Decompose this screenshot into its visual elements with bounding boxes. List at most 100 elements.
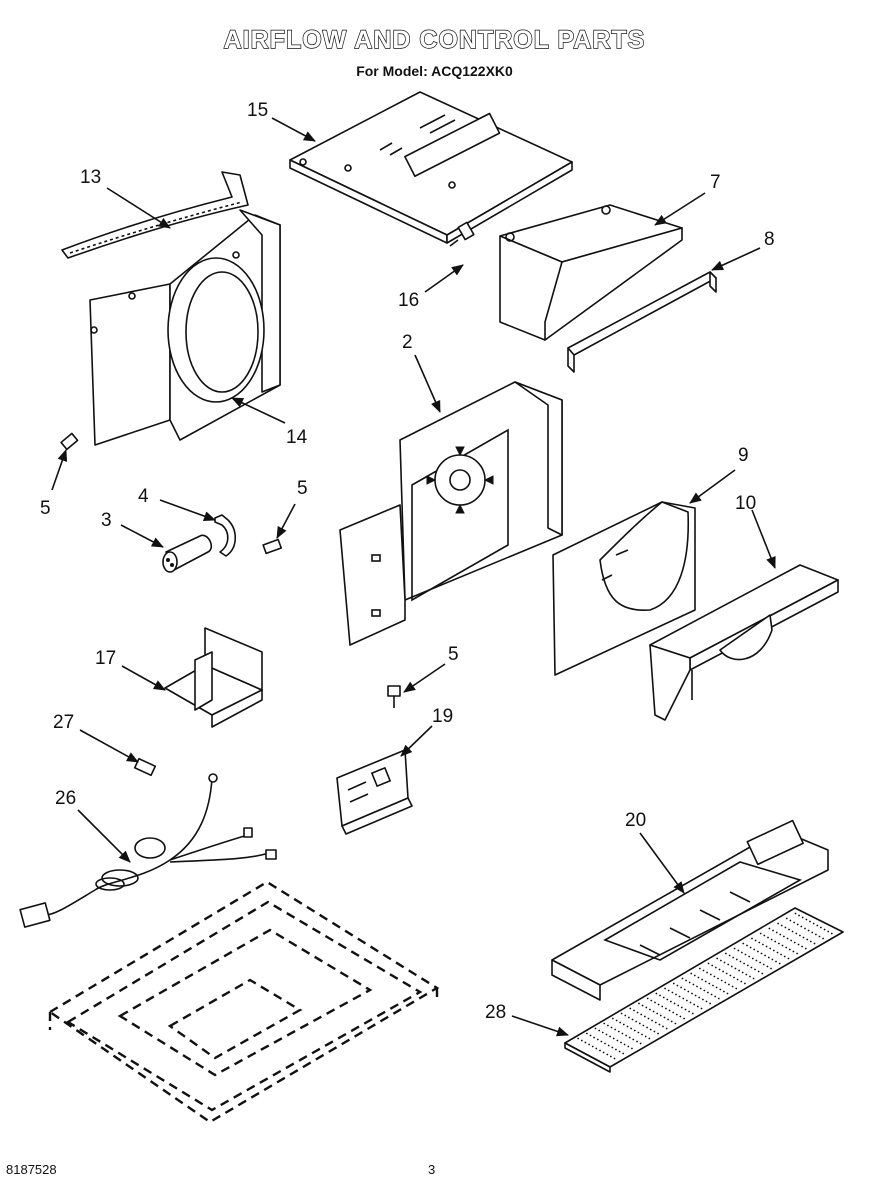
filter-speckle: [770, 967, 772, 970]
filter-speckle: [615, 1048, 617, 1051]
filter-speckle: [780, 924, 783, 927]
filter-speckle: [794, 912, 797, 915]
filter-speckle: [630, 1027, 632, 1030]
filter-speckle: [720, 979, 723, 982]
part-7-cover: [499, 204, 683, 341]
filter-speckle: [757, 970, 760, 973]
filter-speckle: [818, 935, 821, 938]
filter-speckle: [691, 1012, 694, 1015]
filter-speckle: [639, 1042, 642, 1045]
filter-speckle: [631, 1047, 633, 1050]
filter-speckle: [775, 960, 777, 963]
filter-speckle: [664, 987, 666, 990]
filter-speckle: [622, 1052, 625, 1055]
filter-speckle: [680, 986, 682, 989]
part-27-fitting: [133, 757, 157, 777]
filter-speckle: [693, 974, 696, 977]
filter-speckle: [621, 1032, 624, 1035]
filter-speckle: [771, 958, 774, 961]
filter-speckle: [623, 1043, 626, 1046]
filter-speckle: [781, 944, 784, 947]
filter-speckle: [686, 999, 688, 1002]
filter-speckle: [750, 966, 753, 969]
filter-speckle: [605, 1033, 608, 1036]
part-10-baffle: [649, 564, 839, 721]
filter-speckle: [791, 930, 794, 933]
filter-speckle: [769, 947, 772, 950]
callout-5-b: 5: [297, 478, 308, 499]
filter-speckle: [796, 923, 799, 926]
filter-speckle: [649, 1008, 651, 1011]
filter-speckle: [778, 942, 780, 945]
callout-5-a: 5: [40, 498, 51, 519]
filter-speckle: [798, 914, 800, 917]
filter-speckle: [659, 1014, 662, 1017]
filter-speckle: [764, 954, 766, 957]
filter-speckle: [696, 985, 698, 988]
filter-speckle: [796, 952, 798, 955]
filter-speckle: [612, 1017, 614, 1020]
filter-speckle: [624, 1014, 627, 1017]
filter-speckle: [813, 942, 816, 945]
filter-speckle: [611, 1046, 614, 1049]
filter-speckle: [633, 1029, 636, 1032]
filter-speckle: [607, 1024, 609, 1027]
filter-speckle: [732, 956, 735, 959]
filter-speckle: [762, 963, 765, 966]
filter-speckle: [816, 924, 819, 927]
filter-speckle: [758, 941, 761, 944]
filter-speckle: [641, 1004, 644, 1007]
filter-speckle: [787, 957, 790, 960]
filter-speckle: [745, 973, 748, 976]
part-8-rail: [567, 271, 717, 373]
filter-speckle: [784, 926, 787, 929]
filter-speckle: [591, 1045, 594, 1048]
callout-7: 7: [710, 172, 721, 193]
filter-speckle: [649, 1028, 652, 1031]
filter-speckle: [698, 996, 701, 999]
filter-speckle: [762, 943, 764, 946]
filter-speckle: [716, 957, 719, 960]
filter-speckle: [610, 1055, 612, 1058]
filter-speckle: [652, 1010, 655, 1013]
filter-speckle: [657, 1032, 659, 1035]
filter-speckle: [712, 984, 714, 987]
filter-speckle: [676, 984, 679, 987]
filter-speckle: [801, 916, 804, 919]
filter-speckle: [727, 963, 730, 966]
filter-speckle: [779, 933, 782, 936]
callout-20: 20: [625, 810, 646, 831]
part-26-power-cord: [19, 773, 277, 928]
filter-speckle: [580, 1039, 583, 1042]
filter-speckle: [775, 931, 778, 934]
filter-speckle: [759, 961, 761, 964]
filter-speckle: [588, 1043, 590, 1046]
filter-speckle: [653, 1030, 656, 1033]
filter-speckle: [656, 1012, 659, 1015]
filter-speckle: [760, 952, 763, 955]
filter-speckle: [675, 993, 677, 996]
filter-speckle: [684, 1008, 687, 1011]
filter-speckle: [805, 918, 808, 921]
filter-speckle: [638, 1022, 641, 1025]
part-3-capacitor: [162, 534, 213, 573]
filter-speckle: [722, 970, 724, 973]
filter-speckle: [622, 1023, 625, 1026]
filter-speckle: [780, 953, 782, 956]
filter-speckle: [619, 1021, 622, 1024]
part-17-bracket: [164, 627, 263, 728]
filter-speckle: [632, 1038, 635, 1041]
filter-speckle: [707, 962, 710, 965]
filter-speckle: [740, 980, 743, 983]
filter-speckle: [822, 937, 824, 940]
filter-speckle: [741, 971, 744, 974]
filter-speckle: [604, 1042, 606, 1045]
filter-speckle: [662, 1025, 664, 1028]
filter-speckle: [811, 931, 814, 934]
filter-speckle: [694, 994, 697, 997]
filter-speckle: [739, 960, 742, 963]
filter-speckle: [683, 1017, 685, 1020]
filter-speckle: [589, 1034, 592, 1037]
filter-speckle: [666, 998, 669, 1001]
filter-speckle: [754, 968, 756, 971]
